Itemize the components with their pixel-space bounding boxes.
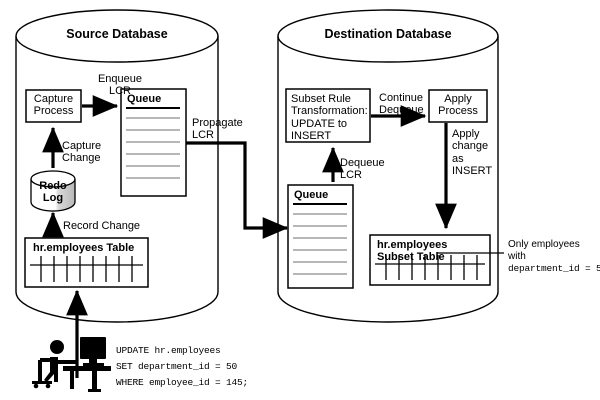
dequeue-lcr-label: Dequeue LCR [340, 157, 385, 182]
apply-process-label: Apply Process [438, 93, 478, 118]
capture-change-label: Capture Change [62, 140, 102, 165]
subset-rule-transformation-box [285, 88, 371, 143]
source-queue-label: Queue [127, 93, 162, 105]
subset-rule-transformation-label: Subset Rule Transformation: UPDATE to IN… [291, 93, 368, 142]
redo-log-label: Redo Log [39, 180, 67, 205]
arrow-propagate-lcr [186, 141, 289, 239]
source-database-title: Source Database [66, 27, 168, 41]
destination-queue-label: Queue [294, 189, 329, 201]
continue-dequeue-label: Continue Dequeue [379, 92, 424, 117]
redo-log-cylinder [30, 170, 76, 212]
hr-employees-subset-table-box [369, 234, 491, 286]
hr-employees-table-box [24, 237, 149, 288]
sql-line-1: UPDATE hr.employees [116, 345, 221, 356]
record-change-label: Record Change [63, 220, 141, 232]
capture-process-label: Capture Process [33, 93, 74, 118]
callout-line-1: Only employees [508, 239, 580, 250]
user-at-desk-icon [32, 337, 111, 392]
source-queue-box [120, 88, 187, 197]
hr-employees-table-label: hr.employees Table [33, 242, 135, 254]
callout-line-3: department_id = 50 [508, 263, 600, 274]
destination-database-title: Destination Database [324, 27, 452, 41]
apply-change-label: Apply change as INSERT [452, 128, 493, 177]
hr-employees-subset-table-label: hr.employees Subset Table [377, 239, 448, 264]
capture-process-box [25, 89, 82, 123]
sql-line-2: SET department_id = 50 [116, 361, 238, 372]
callout-line-2: with [508, 251, 526, 262]
sql-line-3: WHERE employee_id = 145; [116, 377, 249, 388]
enqueue-lcr-label: Enqueue LCR [97, 73, 143, 98]
destination-queue-box [287, 184, 354, 289]
propagate-lcr-label: Propagate LCR [192, 117, 243, 142]
apply-process-box [428, 89, 488, 123]
